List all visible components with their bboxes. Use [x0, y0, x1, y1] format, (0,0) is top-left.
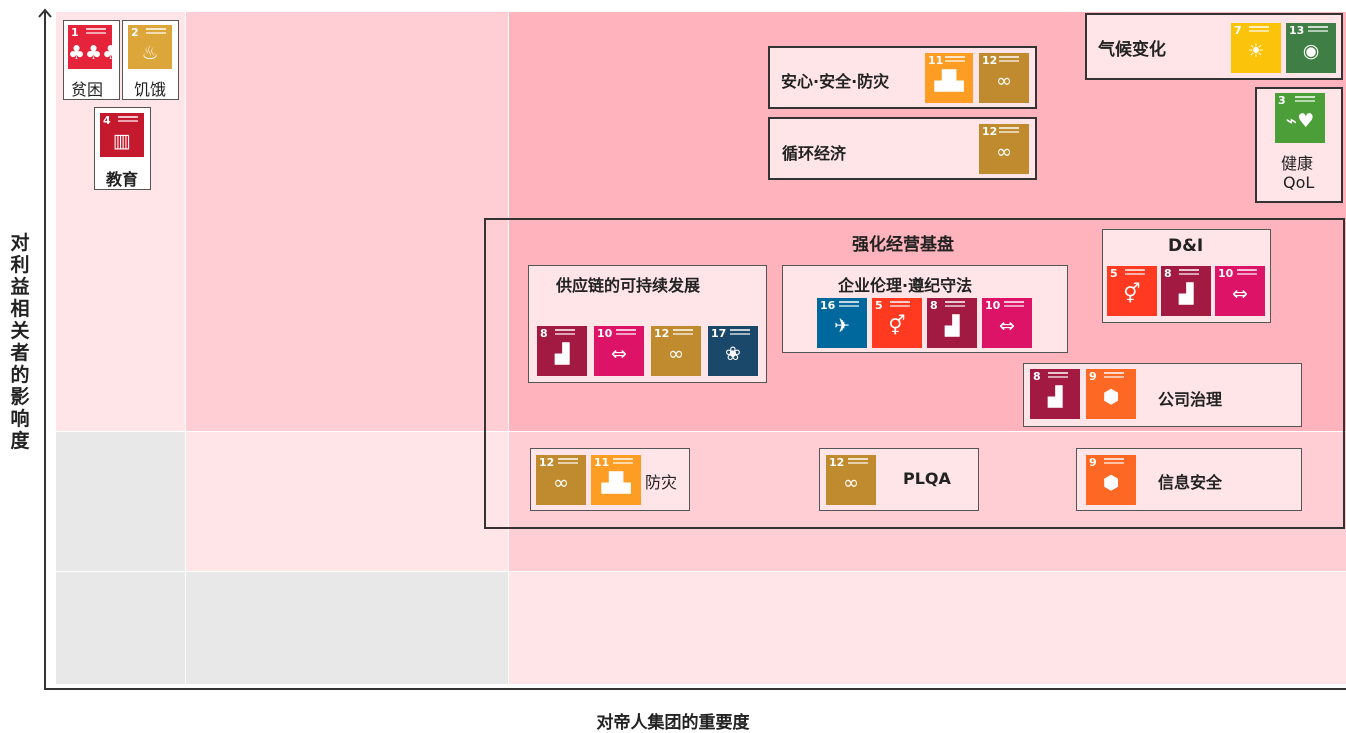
- grid-line-v1: [185, 12, 186, 684]
- topic-ethics-label: 企业伦理·遵纪守法: [838, 276, 973, 295]
- sdg5-tile-dni: 5 ⚥: [1107, 266, 1157, 316]
- sdg8-tile-ethics: 8 ▟: [927, 298, 977, 348]
- growth-chart-icon: ▟: [1178, 283, 1194, 305]
- topic-climate-label: 气候变化: [1098, 40, 1166, 60]
- sdg10-tile-ethics: 10 ⇔: [982, 298, 1032, 348]
- equality-icon: ⇔: [1232, 283, 1248, 305]
- y-axis-label: 对利益相关者的影响度: [10, 232, 30, 452]
- cubes-icon: ⬢: [1102, 472, 1120, 494]
- gender-icon: ⚥: [888, 315, 906, 337]
- cubes-icon: ⬢: [1102, 386, 1120, 408]
- sdg12-tile-disaster: 12 ∞: [536, 455, 586, 505]
- infinity-icon: ∞: [996, 70, 1012, 92]
- grid-line-v2: [508, 12, 509, 684]
- growth-chart-icon: ▟: [944, 315, 960, 337]
- sdg8-tile-governance: 8 ▟: [1030, 369, 1080, 419]
- gender-icon: ⚥: [1123, 283, 1141, 305]
- growth-chart-icon: ▟: [1047, 386, 1063, 408]
- topic-safety-label: 安心·安全·防灾: [781, 72, 890, 91]
- grid-cell-bottom-middle: [186, 572, 509, 684]
- topic-disaster-label: 防灾: [645, 473, 678, 492]
- topic-governance-label: 公司治理: [1158, 390, 1223, 409]
- y-axis: [44, 12, 46, 690]
- eye-icon: ◉: [1302, 40, 1320, 62]
- grid-cell-mid-middle: [186, 432, 509, 572]
- topic-education-label: 教育: [106, 170, 139, 189]
- topic-dni-label: D&I: [1168, 236, 1204, 256]
- sdg9-tile-infosec: 9 ⬢: [1086, 455, 1136, 505]
- dove-icon: ✈: [834, 315, 850, 337]
- sdg7-tile: 7 ☀: [1231, 23, 1281, 73]
- topic-hunger-label: 饥饿: [134, 80, 167, 99]
- sdg12-tile-circular: 12 ∞: [979, 124, 1029, 174]
- heartbeat-icon: ⌁♥: [1285, 110, 1315, 132]
- sdg10-tile-supply: 10 ⇔: [594, 326, 644, 376]
- topic-plqa-label: PLQA: [903, 469, 951, 488]
- sdg17-tile-supply: 17 ❀: [708, 326, 758, 376]
- grid-cell-bottom-right: [509, 572, 1346, 684]
- equality-icon: ⇔: [999, 315, 1015, 337]
- bowl-icon: ♨: [141, 42, 159, 64]
- infinity-icon: ∞: [843, 472, 859, 494]
- topic-foundation-label: 强化经营基盘: [852, 235, 954, 255]
- equality-icon: ⇔: [611, 343, 627, 365]
- sdg4-tile: 4 ▥: [100, 113, 144, 157]
- grid-line-h2: [56, 571, 1346, 572]
- infinity-icon: ∞: [996, 141, 1012, 163]
- growth-chart-icon: ▟: [554, 343, 570, 365]
- grid-cell-top-middle: [186, 12, 509, 432]
- sdg12-tile-safety: 12 ∞: [979, 53, 1029, 103]
- sdg10-tile-dni: 10 ⇔: [1215, 266, 1265, 316]
- sun-icon: ☀: [1247, 40, 1265, 62]
- topic-poverty-label: 贫困: [71, 80, 104, 99]
- sdg13-tile: 13 ◉: [1286, 23, 1336, 73]
- sdg9-tile-governance: 9 ⬢: [1086, 369, 1136, 419]
- sdg8-tile-dni: 8 ▟: [1161, 266, 1211, 316]
- sdg8-tile-supply: 8 ▟: [537, 326, 587, 376]
- topic-circular-label: 循环经济: [782, 144, 847, 163]
- grid-cell-mid-left: [56, 432, 186, 572]
- sdg12-tile-plqa: 12 ∞: [826, 455, 876, 505]
- book-icon: ▥: [113, 130, 131, 152]
- sdg11-tile-safety: 11 ▟▙: [925, 53, 973, 103]
- infinity-icon: ∞: [668, 343, 684, 365]
- sdg5-tile-ethics: 5 ⚥: [872, 298, 922, 348]
- topic-infosec-label: 信息安全: [1158, 473, 1223, 492]
- x-axis-label: 对帝人集团的重要度: [596, 713, 750, 733]
- grid-line-h1: [56, 431, 1346, 432]
- infinity-icon: ∞: [553, 472, 569, 494]
- topic-supply-label: 供应链的可持续发展: [556, 276, 701, 295]
- people-icon: ♣♣♣: [68, 42, 112, 64]
- buildings-icon: ▟▙: [601, 472, 631, 494]
- buildings-icon: ▟▙: [934, 70, 964, 92]
- flower-icon: ❀: [725, 343, 741, 365]
- topic-foundation-group: [484, 218, 1345, 529]
- sdg12-tile-supply: 12 ∞: [651, 326, 701, 376]
- sdg16-tile-ethics: 16 ✈: [817, 298, 867, 348]
- sdg11-tile-disaster: 11 ▟▙: [591, 455, 641, 505]
- grid-cell-bottom-left: [56, 572, 186, 684]
- x-axis: [44, 688, 1346, 690]
- sdg2-tile: 2 ♨: [128, 25, 172, 69]
- y-axis-arrow-icon: [38, 8, 52, 18]
- topic-health-label-1: 健康: [1281, 154, 1314, 173]
- sdg3-tile: 3 ⌁♥: [1275, 93, 1325, 143]
- sdg1-tile: 1 ♣♣♣: [68, 25, 112, 69]
- topic-health-label-2: QoL: [1283, 173, 1315, 192]
